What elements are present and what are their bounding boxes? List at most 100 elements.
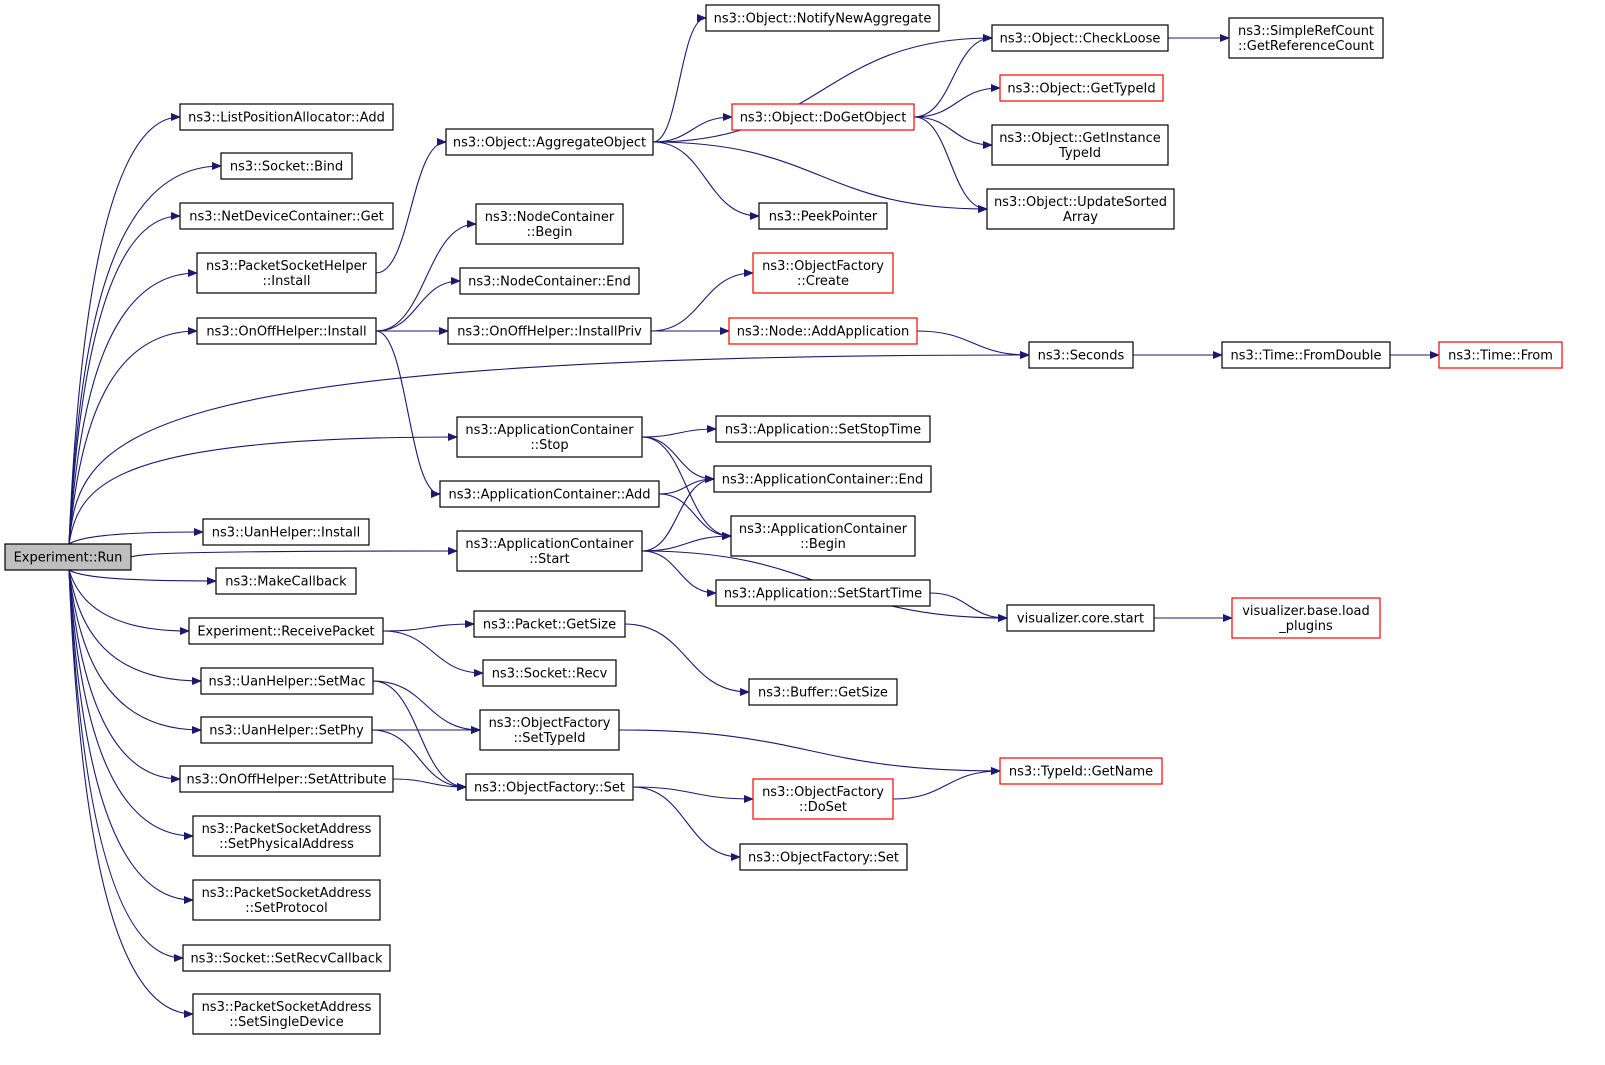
- node-box: [473, 610, 626, 638]
- node-psa-setsingle[interactable]: ns3::PacketSocketAddress::SetSingleDevic…: [192, 993, 381, 1035]
- edge-obj_dogetobject-to-obj_checkloose: [913, 34, 993, 118]
- node-uan-setphy[interactable]: ns3::UanHelper::SetPhy: [200, 716, 373, 744]
- node-ac-start[interactable]: ns3::ApplicationContainer::Start: [456, 530, 643, 572]
- node-ndc-get[interactable]: ns3::NetDeviceContainer::Get: [179, 202, 394, 230]
- node-buf-getsize[interactable]: ns3::Buffer::GetSize: [748, 678, 898, 706]
- node-ac-add[interactable]: ns3::ApplicationContainer::Add: [439, 480, 660, 508]
- node-ooh-setattr[interactable]: ns3::OnOffHelper::SetAttribute: [179, 765, 394, 793]
- node-time-fromdouble[interactable]: ns3::Time::FromDouble: [1221, 341, 1391, 369]
- edge-arrow: [652, 34, 993, 143]
- edge-ac_add-to-ac_begin: [658, 493, 732, 540]
- node-box: [179, 765, 394, 793]
- edge-node_addapp-to-seconds: [916, 330, 1030, 359]
- edge-arrow: [641, 425, 717, 438]
- edge-run-to-uan_install: [68, 528, 204, 545]
- edge-obj_aggregate-to-obj_notify: [652, 14, 707, 143]
- node-label: ns3::Application::SetStopTime: [725, 423, 921, 438]
- node-psh-install[interactable]: ns3::PacketSocketHelper::Install: [196, 252, 377, 294]
- node-label: ns3::OnOffHelper::InstallPriv: [457, 325, 642, 340]
- edge-arrow: [68, 327, 198, 545]
- node-label: ns3::UanHelper::SetMac: [209, 675, 366, 690]
- node-uan-install[interactable]: ns3::UanHelper::Install: [202, 518, 370, 546]
- node-psa-setphys[interactable]: ns3::PacketSocketAddress::SetPhysicalAdd…: [192, 815, 381, 857]
- node-uan-setmac[interactable]: ns3::UanHelper::SetMac: [200, 667, 374, 695]
- edge-arrow: [652, 141, 988, 213]
- node-ac-stop[interactable]: ns3::ApplicationContainer::Stop: [456, 416, 643, 458]
- node-of-set2[interactable]: ns3::ObjectFactory::Set: [739, 843, 908, 871]
- node-lpa-add[interactable]: ns3::ListPositionAllocator::Add: [179, 103, 394, 131]
- node-sock-recv[interactable]: ns3::Socket::Recv: [482, 659, 617, 687]
- edge-arrow: [392, 778, 467, 791]
- node-label: ns3::NodeContainer::End: [468, 275, 631, 290]
- edge-run-to-psa_setproto: [68, 569, 194, 904]
- node-viz-start[interactable]: visualizer.core.start: [1006, 604, 1155, 632]
- edge-arrow: [892, 767, 1001, 800]
- edge-arrow: [652, 141, 760, 220]
- node-peekpointer[interactable]: ns3::PeekPointer: [758, 202, 888, 230]
- node-label: ns3::ObjectFactory: [762, 259, 884, 274]
- node-of-set1[interactable]: ns3::ObjectFactory::Set: [465, 773, 634, 801]
- node-box: [192, 815, 381, 857]
- node-box: [715, 415, 931, 443]
- node-nc-begin[interactable]: ns3::NodeContainer::Begin: [475, 203, 624, 245]
- node-of-settypeid[interactable]: ns3::ObjectFactory::SetTypeId: [479, 709, 620, 751]
- node-label: ::Begin: [800, 537, 846, 552]
- node-app-setstop[interactable]: ns3::Application::SetStopTime: [715, 415, 931, 443]
- node-of-create[interactable]: ns3::ObjectFactory::Create: [752, 252, 894, 294]
- node-time-from[interactable]: ns3::Time::From: [1438, 341, 1563, 369]
- node-ac-end[interactable]: ns3::ApplicationContainer::End: [713, 465, 932, 493]
- node-label: ns3::ApplicationContainer::End: [722, 473, 923, 488]
- edge-arrow: [632, 786, 741, 861]
- node-label: ns3::ApplicationContainer::Add: [449, 488, 651, 503]
- edge-run-to-uan_setmac: [68, 569, 202, 685]
- node-ooh-installpriv[interactable]: ns3::OnOffHelper::InstallPriv: [447, 317, 652, 345]
- node-run[interactable]: Experiment::Run: [4, 543, 132, 571]
- node-label: ns3::Object::UpdateSorted: [994, 195, 1167, 210]
- node-make-cb[interactable]: ns3::MakeCallback: [215, 567, 357, 595]
- edge-run-to-ooh_setattr: [68, 569, 181, 783]
- node-label: TypeId: [1058, 146, 1101, 161]
- node-pkt-getsize[interactable]: ns3::Packet::GetSize: [473, 610, 626, 638]
- node-box: [220, 152, 353, 180]
- node-of-doset[interactable]: ns3::ObjectFactory::DoSet: [752, 778, 894, 820]
- node-obj-gettypeid[interactable]: ns3::Object::GetTypeId: [999, 74, 1164, 102]
- edge-arrow: [658, 475, 715, 495]
- node-typeid-getname[interactable]: ns3::TypeId::GetName: [999, 757, 1163, 785]
- node-sock-bind[interactable]: ns3::Socket::Bind: [220, 152, 353, 180]
- node-ac-begin[interactable]: ns3::ApplicationContainer::Begin: [730, 515, 916, 557]
- node-label: ns3::Node::AddApplication: [737, 325, 910, 340]
- node-box: [1006, 604, 1155, 632]
- node-label: Experiment::ReceivePacket: [197, 625, 374, 640]
- node-node-addapp[interactable]: ns3::Node::AddApplication: [728, 317, 918, 345]
- node-label: ns3::Socket::Recv: [492, 667, 608, 682]
- edge-arrow: [375, 138, 447, 274]
- node-src-getrefcount[interactable]: ns3::SimpleRefCount::GetReferenceCount: [1228, 17, 1384, 59]
- node-obj-dogetobject[interactable]: ns3::Object::DoGetObject: [731, 103, 915, 131]
- node-box: [1228, 17, 1384, 59]
- node-viz-loadplugins[interactable]: visualizer.base.load_plugins: [1231, 597, 1381, 639]
- node-nc-end[interactable]: ns3::NodeContainer::End: [459, 267, 640, 295]
- node-app-setstart[interactable]: ns3::Application::SetStartTime: [715, 579, 931, 607]
- edge-uan_setmac-to-of_set1: [372, 680, 467, 791]
- node-psa-setproto[interactable]: ns3::PacketSocketAddress::SetProtocol: [192, 879, 381, 921]
- node-obj-aggregate[interactable]: ns3::Object::AggregateObject: [445, 128, 654, 156]
- node-seconds[interactable]: ns3::Seconds: [1028, 341, 1134, 369]
- node-label: ::Stop: [530, 438, 568, 453]
- node-box: [739, 843, 908, 871]
- node-sock-setrecvcb[interactable]: ns3::Socket::SetRecvCallback: [182, 944, 391, 972]
- node-obj-notify[interactable]: ns3::Object::NotifyNewAggregate: [705, 4, 940, 32]
- node-box: [179, 202, 394, 230]
- node-recv-packet[interactable]: Experiment::ReceivePacket: [188, 617, 384, 645]
- edge-arrow: [371, 729, 467, 791]
- edge-arrow: [68, 569, 202, 734]
- node-box: [465, 773, 634, 801]
- node-ooh-install[interactable]: ns3::OnOffHelper::Install: [196, 317, 377, 345]
- node-box: [196, 252, 377, 294]
- node-box: [758, 202, 888, 230]
- node-box: [482, 659, 617, 687]
- node-obj-checkloose[interactable]: ns3::Object::CheckLoose: [991, 24, 1169, 52]
- edge-arrow: [68, 569, 194, 1018]
- edge-arrow: [372, 680, 481, 734]
